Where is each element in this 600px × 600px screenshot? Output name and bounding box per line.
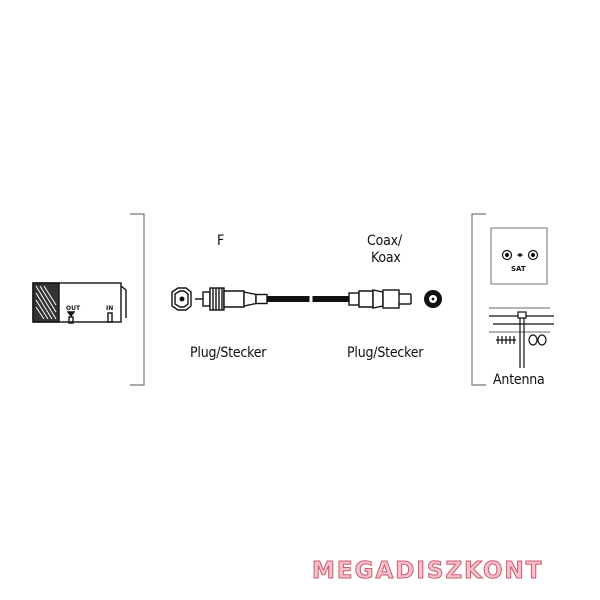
receiver-in-label: IN: [106, 305, 113, 312]
receiver-out-label: OUT: [66, 305, 81, 312]
plug-left-label: Plug/Stecker: [190, 345, 267, 361]
coax-cable: [266, 296, 351, 302]
watermark-logo: MEGADISZKONT: [311, 558, 544, 585]
left-bracket: [130, 213, 145, 386]
f-plug-icon: [195, 287, 268, 311]
f-connector-front-icon: [171, 287, 192, 311]
antenna-icon: [489, 307, 554, 368]
coax-plug-icon: [348, 289, 412, 309]
right-bracket: [471, 213, 486, 386]
coax-label-line1: Coax/: [367, 233, 402, 249]
receiver-device-icon: [32, 282, 127, 324]
coax-label-line2: Koax: [371, 250, 401, 266]
plug-right-label: Plug/Stecker: [347, 345, 424, 361]
coax-connector-front-icon: [424, 290, 442, 308]
antenna-label: Antenna: [493, 372, 545, 388]
f-connector-label: F: [217, 233, 225, 249]
wall-socket-sat-label: SAT: [511, 265, 526, 273]
wall-socket-icon: [490, 227, 548, 285]
